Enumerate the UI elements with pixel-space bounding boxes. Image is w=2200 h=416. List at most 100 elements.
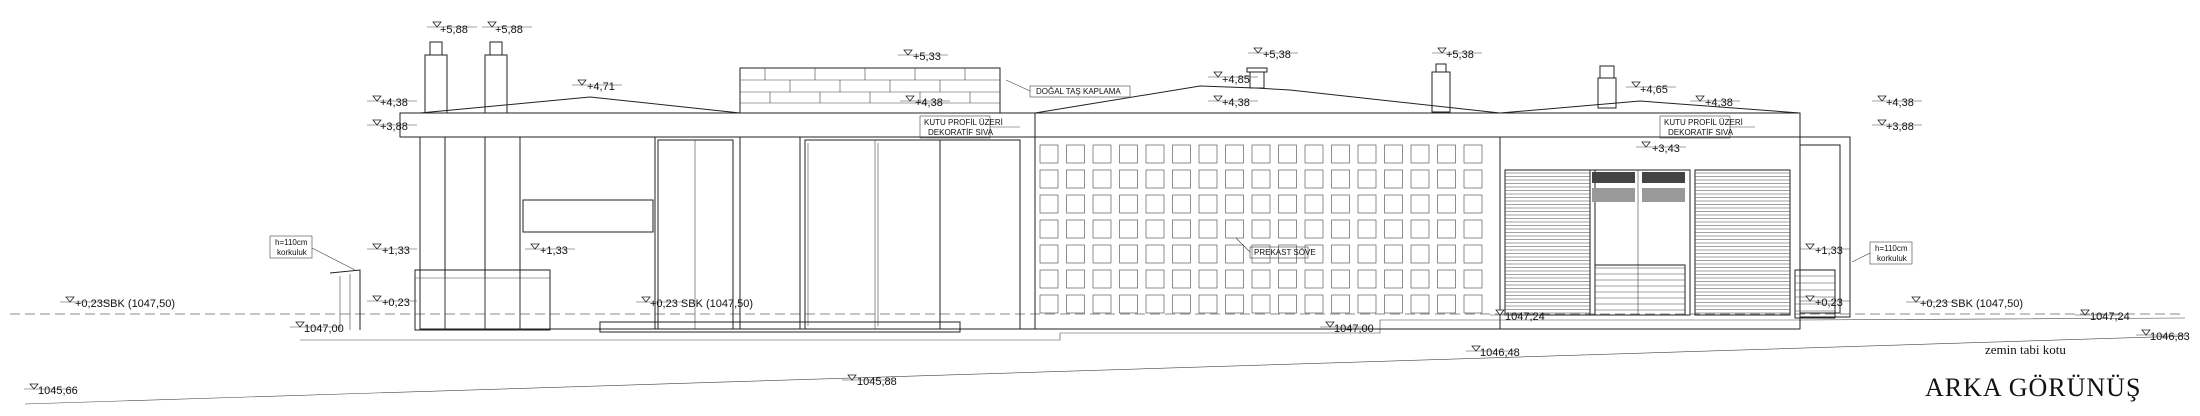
- precast-opening: [1172, 169, 1191, 189]
- precast-opening: [1225, 144, 1244, 164]
- precast-opening: [1331, 194, 1350, 214]
- precast-opening: [1251, 294, 1271, 314]
- label-profile-left-2: DEKORATİF SIVA: [928, 128, 994, 137]
- level-triangle: [372, 243, 382, 250]
- precast-opening: [1066, 169, 1085, 189]
- precast-opening: [1092, 194, 1112, 214]
- label-profile-right-2: DEKORATİF SIVA: [1668, 128, 1734, 137]
- precast-opening: [1066, 219, 1085, 239]
- precast-opening: [1145, 169, 1165, 189]
- level-triangle: [2141, 329, 2151, 336]
- precast-opening: [1251, 144, 1271, 164]
- precast-opening: [1278, 219, 1297, 239]
- precast-opening: [1384, 169, 1403, 189]
- precast-opening: [1278, 294, 1297, 314]
- precast-opening: [1304, 169, 1324, 189]
- precast-opening: [1066, 269, 1085, 289]
- precast-opening: [1251, 244, 1271, 264]
- level-triangle: [1695, 95, 1705, 102]
- precast-opening: [1066, 194, 1085, 214]
- precast-opening: [1145, 294, 1165, 314]
- precast-opening: [1463, 294, 1483, 314]
- precast-opening: [1198, 194, 1218, 214]
- label-sove: PREKAST SÖVE: [1254, 248, 1316, 257]
- precast-opening: [1119, 144, 1138, 164]
- precast-opening: [1304, 269, 1324, 289]
- precast-opening: [1331, 169, 1350, 189]
- precast-opening: [1410, 219, 1430, 239]
- level-triangle: [1471, 345, 1481, 352]
- precast-opening: [1119, 244, 1138, 264]
- level-slab-left: +3,88: [380, 121, 408, 133]
- precast-opening: [1278, 269, 1297, 289]
- fascia: [399, 112, 1801, 138]
- precast-opening: [1172, 194, 1191, 214]
- level-triangle: [1877, 95, 1887, 102]
- precast-opening: [1437, 294, 1456, 314]
- level-right-wall-top: +4,38: [1886, 97, 1914, 109]
- precast-opening: [1039, 219, 1059, 239]
- precast-opening: [1225, 219, 1244, 239]
- precast-opening: [1463, 269, 1483, 289]
- level-1047-00-a: 1047,00: [304, 323, 344, 335]
- level-triangle: [1495, 309, 1505, 316]
- precast-opening: [1410, 244, 1430, 264]
- level-1047-24-a: 1047,24: [1505, 311, 1545, 323]
- precast-opening: [1039, 169, 1059, 189]
- level-rail-left: +1,33: [382, 245, 410, 257]
- precast-opening: [1384, 194, 1403, 214]
- precast-opening: [1410, 294, 1430, 314]
- precast-opening: [1437, 144, 1456, 164]
- level-parapet-mid: +4,38: [1222, 97, 1250, 109]
- precast-opening: [1145, 194, 1165, 214]
- precast-opening: [1092, 294, 1112, 314]
- precast-opening: [1278, 144, 1297, 164]
- precast-opening: [1198, 169, 1218, 189]
- precast-opening: [1251, 194, 1271, 214]
- precast-opening: [1304, 144, 1324, 164]
- label-stone: DOĞAL TAŞ KAPLAMA: [1036, 87, 1121, 96]
- level-triangle: [577, 79, 587, 86]
- precast-opening: [1119, 269, 1138, 289]
- precast-opening: [1410, 194, 1430, 214]
- annotation-labels: DOĞAL TAŞ KAPLAMA KUTU PROFİL ÜZERİ DEKO…: [269, 79, 1913, 271]
- precast-opening: [1251, 269, 1271, 289]
- precast-opening: [1145, 244, 1165, 264]
- precast-opening: [1225, 294, 1244, 314]
- precast-opening: [1331, 144, 1350, 164]
- precast-opening: [1357, 294, 1377, 314]
- precast-opening: [1463, 244, 1483, 264]
- level-chimney-left-2: +5,88: [495, 24, 523, 36]
- chimneys-mid-right: [1246, 63, 1617, 113]
- precast-opening: [1357, 244, 1377, 264]
- label-rail-right-2: korkuluk: [1877, 254, 1908, 263]
- precast-opening: [1331, 269, 1350, 289]
- precast-opening: [1410, 144, 1430, 164]
- precast-opening: [1092, 169, 1112, 189]
- level-roof-left: +4,71: [587, 81, 615, 93]
- precast-opening: [1304, 244, 1324, 264]
- precast-opening: [1119, 294, 1138, 314]
- level-chimney-left-1: +5,88: [440, 24, 468, 36]
- level-1046-83: 1046,83: [2150, 331, 2190, 343]
- level-triangle: [487, 21, 497, 28]
- precast-opening: [1437, 169, 1456, 189]
- precast-opening: [1384, 144, 1403, 164]
- precast-opening: [1357, 219, 1377, 239]
- precast-opening: [1092, 269, 1112, 289]
- precast-opening: [1039, 269, 1059, 289]
- precast-opening: [1251, 219, 1271, 239]
- level-triangle: [372, 295, 382, 302]
- precast-opening: [1357, 169, 1377, 189]
- level-triangle: [65, 296, 75, 303]
- level-rail-right: +1,33: [1815, 245, 1843, 257]
- level-texts: +5,88 +5,88 +5,33 +4,71 +4,38 +3,88 +4,3…: [38, 24, 2190, 397]
- level-triangle: [372, 95, 382, 102]
- precast-opening: [1437, 219, 1456, 239]
- precast-opening: [1198, 144, 1218, 164]
- label-rail-left-2: korkuluk: [277, 248, 308, 257]
- label-rail-right-1: h=110cm: [1875, 244, 1908, 253]
- level-triangle: [530, 243, 540, 250]
- precast-opening: [1278, 194, 1297, 214]
